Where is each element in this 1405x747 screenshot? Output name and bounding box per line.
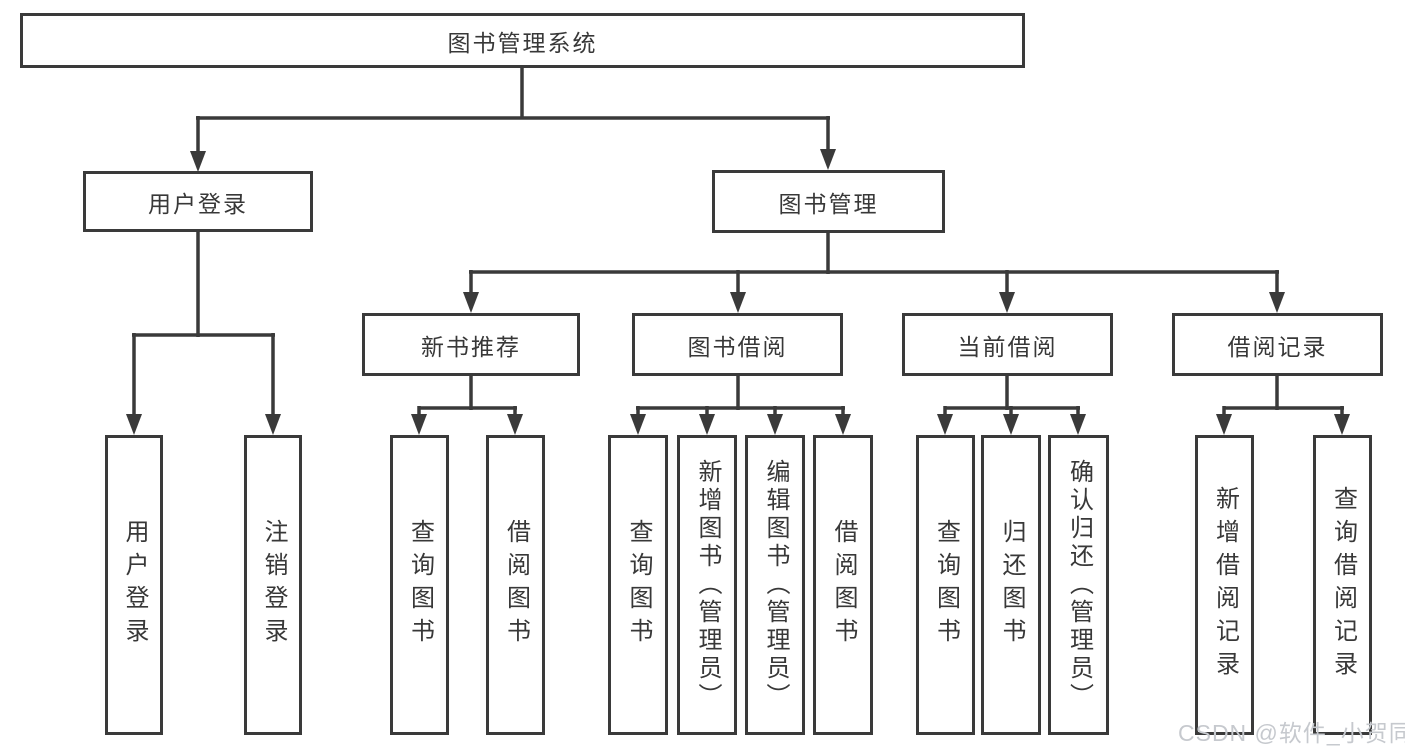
leaf-return-books: 归还图书 bbox=[981, 435, 1041, 735]
node-new-book-recommend: 新书推荐 bbox=[362, 313, 580, 376]
node-borrow-records: 借阅记录 bbox=[1172, 313, 1383, 376]
leaf-add-borrow-record: 新增借阅记录 bbox=[1195, 435, 1254, 735]
leaf-borrow-books-borrow: 借阅图书 bbox=[813, 435, 873, 735]
node-system-root: 图书管理系统 bbox=[20, 13, 1025, 68]
node-book-borrow: 图书借阅 bbox=[632, 313, 843, 376]
connector-borrow-records-to-leaves bbox=[1216, 374, 1350, 435]
leaf-query-books-current: 查询图书 bbox=[916, 435, 975, 735]
node-user-login: 用户登录 bbox=[83, 171, 313, 232]
leaf-edit-books-admin: 编辑图书（管理员） bbox=[745, 435, 805, 735]
leaf-logout-login: 注销登录 bbox=[244, 435, 302, 735]
node-book-management: 图书管理 bbox=[712, 170, 945, 233]
connector-book-management-to-level3 bbox=[463, 231, 1285, 313]
watermark: CSDN @软件_小贺同学 bbox=[1178, 720, 1405, 746]
leaf-user-login: 用户登录 bbox=[105, 435, 163, 735]
leaf-confirm-return-admin: 确认归还（管理员） bbox=[1048, 435, 1109, 735]
connector-new-book-recommend-to-leaves bbox=[411, 374, 523, 435]
leaf-query-borrow-record: 查询借阅记录 bbox=[1313, 435, 1372, 735]
connector-user-login-to-leaves bbox=[126, 230, 281, 435]
leaf-borrow-books-recommend: 借阅图书 bbox=[486, 435, 545, 735]
leaf-query-books-recommend: 查询图书 bbox=[390, 435, 449, 735]
node-current-borrow: 当前借阅 bbox=[902, 313, 1113, 376]
connector-current-borrow-to-leaves bbox=[937, 374, 1086, 435]
leaf-add-books-admin: 新增图书（管理员） bbox=[677, 435, 737, 735]
connector-book-borrow-to-leaves bbox=[630, 374, 851, 435]
connector-root-to-level2 bbox=[190, 66, 836, 172]
leaf-query-books-borrow: 查询图书 bbox=[608, 435, 668, 735]
